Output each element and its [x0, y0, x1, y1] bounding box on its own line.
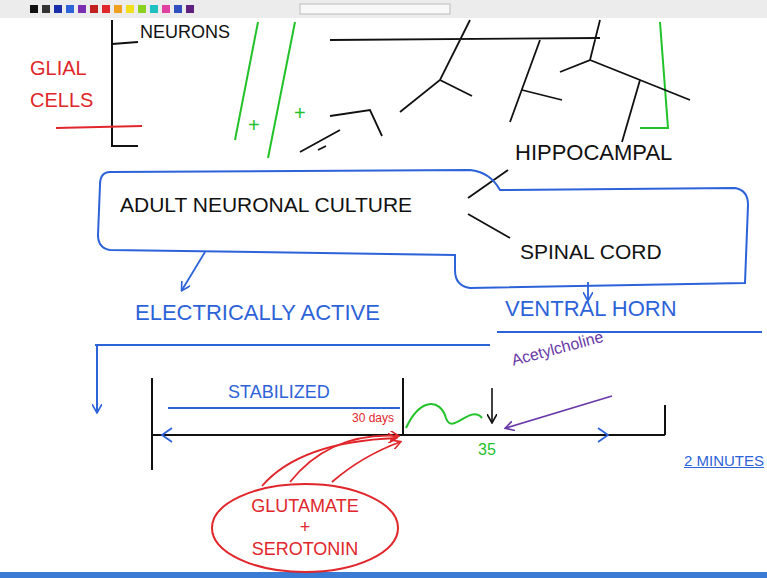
label-text: NEURONS	[140, 22, 230, 42]
label-text: +	[248, 114, 260, 136]
culture-band: ADULT NEURONAL CULTURE SPINAL CORD	[95, 165, 752, 292]
bottom-bar	[0, 572, 767, 578]
label-text: STABILIZED	[228, 382, 330, 402]
toolbar	[0, 0, 767, 18]
arrow	[506, 396, 612, 428]
label-text: GLIAL CELLS	[30, 57, 93, 111]
arrow	[332, 442, 400, 482]
arrow	[182, 252, 205, 290]
outline	[95, 165, 752, 292]
neurite	[235, 22, 668, 158]
label-text: Acetylcholine	[510, 328, 605, 369]
sign-mark: +	[248, 114, 260, 137]
node-text: GLUTAMATE + SEROTONIN	[247, 496, 363, 561]
label-text: VENTRAL HORN	[505, 296, 677, 321]
label-text: 2 MINUTES	[684, 452, 764, 469]
timeline	[152, 378, 665, 470]
region-label: HIPPOCAMPAL	[515, 140, 672, 165]
time-label: 35	[478, 441, 496, 459]
phase-label: STABILIZED	[228, 382, 330, 403]
label-text: HIPPOCAMPAL	[515, 140, 672, 165]
node-text: SPINAL CORD	[520, 240, 662, 264]
underline	[56, 126, 142, 128]
sign-mark: +	[294, 102, 306, 125]
drug-label: Acetylcholine	[510, 328, 606, 370]
branch-line	[468, 170, 508, 198]
toolbar-swatches	[30, 4, 450, 14]
neuron-sketch	[300, 20, 690, 152]
label-text: ELECTRICALLY ACTIVE	[135, 300, 380, 325]
rule-line	[95, 332, 762, 345]
underline	[168, 407, 400, 409]
neuron-label: NEURONS	[140, 22, 230, 43]
arrow	[96, 345, 98, 412]
label-text: 35	[478, 441, 496, 458]
label-text: 30 days	[352, 411, 394, 425]
arrow	[290, 436, 398, 482]
duration-label: 2 MINUTES	[684, 452, 764, 469]
arrow	[262, 438, 396, 486]
arrow	[491, 388, 493, 422]
node-text: ADULT NEURONAL CULTURE	[120, 193, 412, 217]
label-text: +	[294, 102, 306, 124]
treatment-ellipse: GLUTAMATE + SEROTONIN	[210, 482, 400, 574]
branch-line	[468, 214, 510, 238]
region-label: VENTRAL HORN	[505, 296, 677, 321]
response-trace	[406, 404, 482, 428]
cell-label: GLIAL CELLS	[30, 52, 104, 116]
property-label: ELECTRICALLY ACTIVE	[135, 300, 380, 325]
time-label: 30 days	[352, 412, 394, 426]
